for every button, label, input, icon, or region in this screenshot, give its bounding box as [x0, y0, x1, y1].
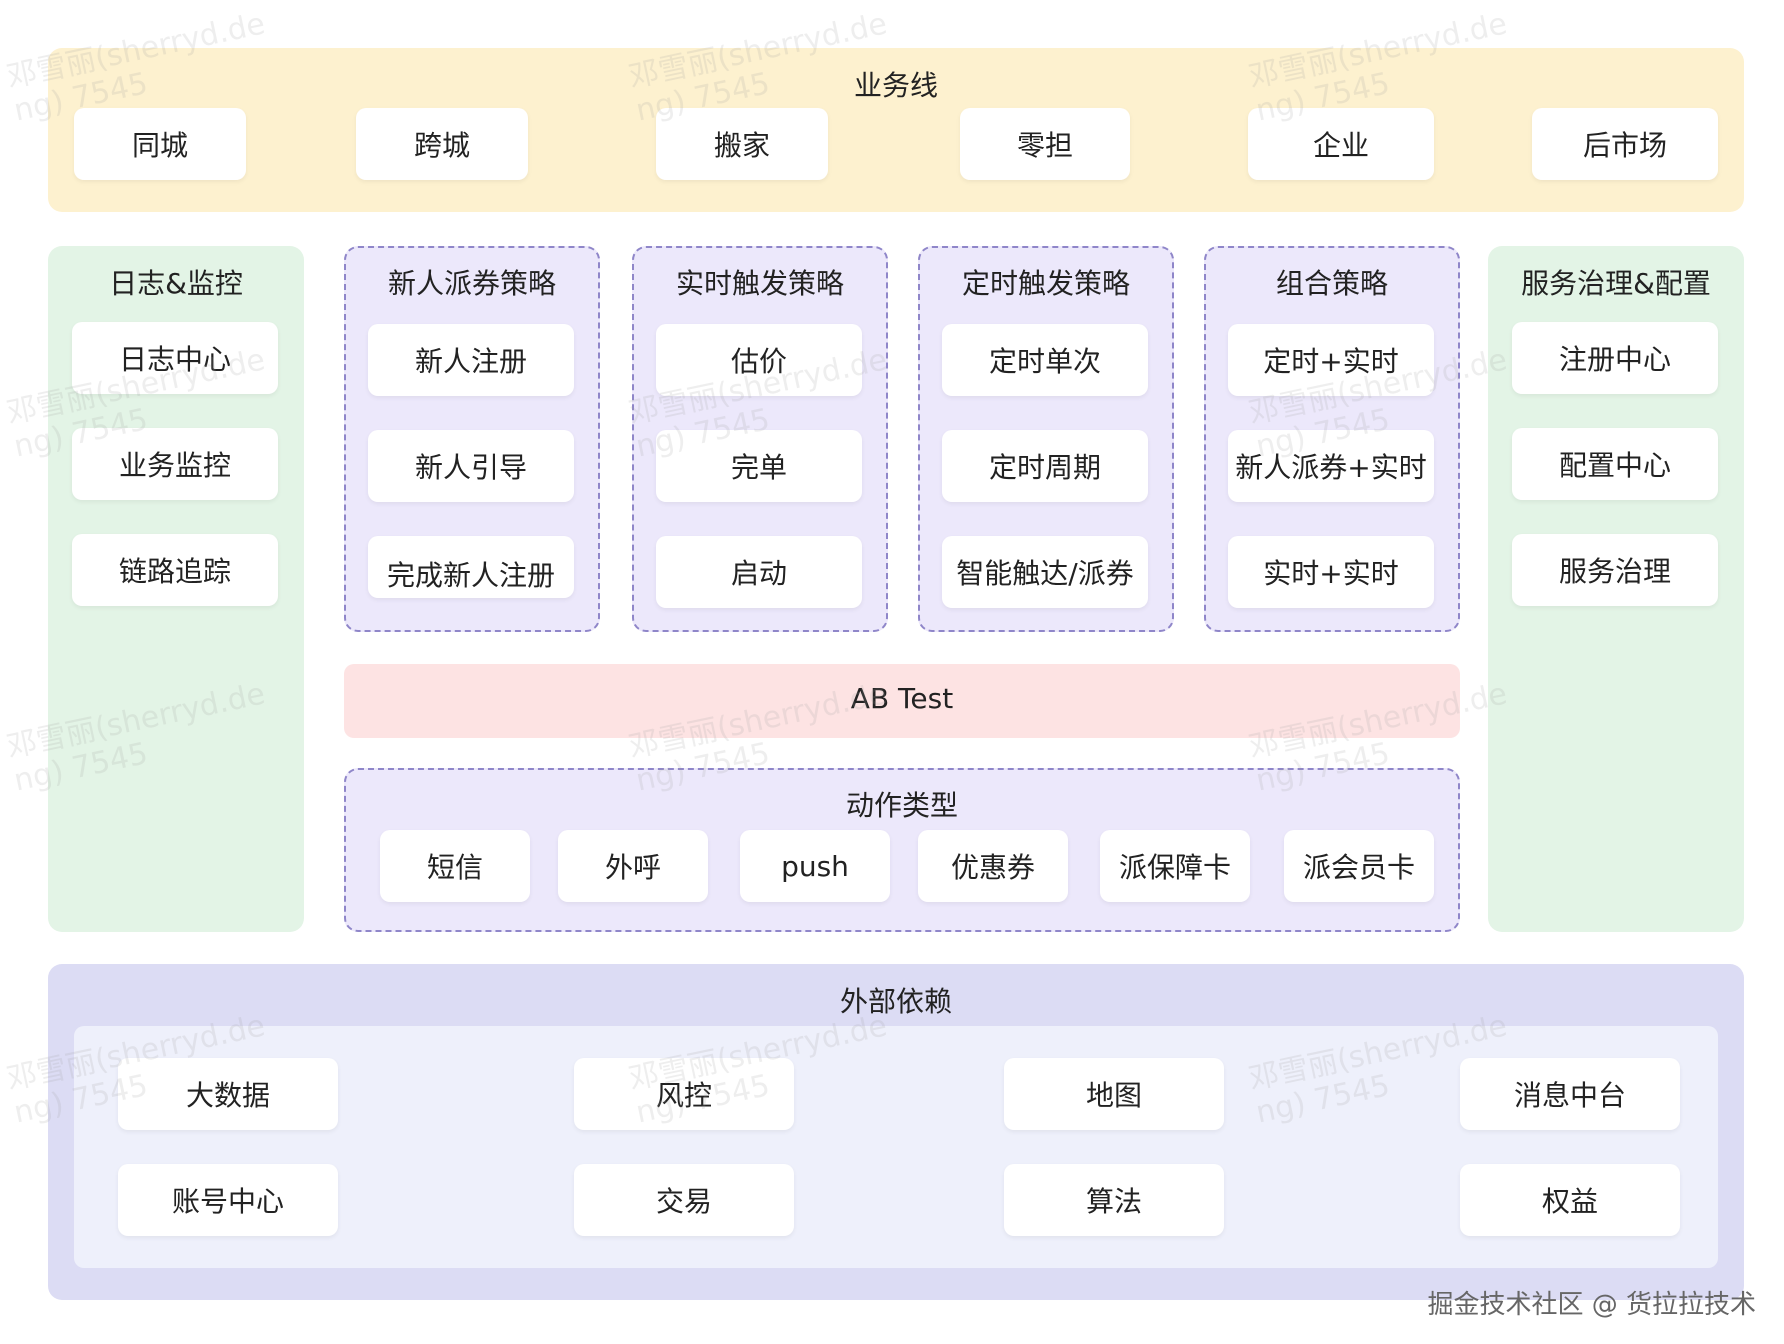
strategy-item: 新人注册 [368, 324, 574, 396]
governance-item-registry: 注册中心 [1512, 322, 1718, 394]
external-item-bigdata: 大数据 [118, 1058, 338, 1130]
external-item-trade: 交易 [574, 1164, 794, 1236]
business-item-tongcheng: 同城 [74, 108, 246, 180]
strategy-panel-scheduled-trigger: 定时触发策略 定时单次 定时周期 智能触达/派券 [918, 246, 1174, 632]
strategy-item: 新人派券+实时 [1228, 430, 1434, 502]
action-item-sms: 短信 [380, 830, 530, 902]
strategy-item: 定时单次 [942, 324, 1148, 396]
business-line-title: 业务线 [853, 69, 938, 102]
action-item-call: 外呼 [558, 830, 708, 902]
strategy-title: 新人派券策略 [387, 267, 556, 300]
logging-item-business-monitor: 业务监控 [72, 428, 278, 500]
business-item-kuacheng: 跨城 [356, 108, 528, 180]
business-item-banjia: 搬家 [656, 108, 828, 180]
governance-item-service-governance: 服务治理 [1512, 534, 1718, 606]
strategy-panel-combined: 组合策略 定时+实时 新人派券+实时 实时+实时 [1204, 246, 1460, 632]
action-item-member-card: 派会员卡 [1284, 830, 1434, 902]
strategy-item: 完单 [656, 430, 862, 502]
strategy-panel-realtime-trigger: 实时触发策略 估价 完单 启动 [632, 246, 888, 632]
governance-item-config-center: 配置中心 [1512, 428, 1718, 500]
logging-monitoring-panel: 日志&监控 日志中心 业务监控 链路追踪 [48, 246, 304, 932]
external-deps-title: 外部依赖 [839, 985, 952, 1018]
business-line-panel: 业务线 同城 跨城 搬家 零担 企业 后市场 [48, 48, 1744, 212]
strategy-item: 完成新人注册 [368, 536, 574, 598]
action-types-title: 动作类型 [845, 789, 958, 822]
action-item-push: push [740, 830, 890, 902]
business-item-houshichang: 后市场 [1532, 108, 1718, 180]
logging-monitoring-title: 日志&监控 [109, 267, 243, 300]
strategy-panel-new-user-coupon: 新人派券策略 新人注册 新人引导 完成新人注册 [344, 246, 600, 632]
logging-item-tracing: 链路追踪 [72, 534, 278, 606]
governance-config-title: 服务治理&配置 [1521, 267, 1711, 300]
external-item-algorithm: 算法 [1004, 1164, 1224, 1236]
strategy-item: 定时+实时 [1228, 324, 1434, 396]
external-item-account-center: 账号中心 [118, 1164, 338, 1236]
strategy-item: 智能触达/派券 [942, 536, 1148, 608]
abtest-label: AB Test [850, 682, 954, 715]
external-item-map: 地图 [1004, 1058, 1224, 1130]
strategy-item: 新人引导 [368, 430, 574, 502]
external-item-benefits: 权益 [1460, 1164, 1680, 1236]
business-item-lingdan: 零担 [960, 108, 1130, 180]
external-deps-panel: 外部依赖 大数据 风控 地图 消息中台 账号中心 交易 算法 权益 [48, 964, 1744, 1300]
business-item-qiye: 企业 [1248, 108, 1434, 180]
strategy-item: 估价 [656, 324, 862, 396]
strategy-item: 定时周期 [942, 430, 1148, 502]
strategy-item: 启动 [656, 536, 862, 608]
abtest-bar: AB Test [344, 664, 1460, 738]
action-types-panel: 动作类型 短信 外呼 push 优惠券 派保障卡 派会员卡 [344, 768, 1460, 932]
logging-item-log-center: 日志中心 [72, 322, 278, 394]
external-item-risk-control: 风控 [574, 1058, 794, 1130]
external-deps-inner: 大数据 风控 地图 消息中台 账号中心 交易 算法 权益 [74, 1026, 1718, 1268]
strategy-item: 实时+实时 [1228, 536, 1434, 608]
external-item-message-center: 消息中台 [1460, 1058, 1680, 1130]
strategy-title: 实时触发策略 [675, 267, 844, 300]
strategy-title: 定时触发策略 [961, 267, 1130, 300]
strategy-title: 组合策略 [1275, 267, 1388, 300]
footer-credit: 掘金技术社区 @ 货拉拉技术 [1427, 1290, 1756, 1320]
action-item-coupon: 优惠券 [918, 830, 1068, 902]
governance-config-panel: 服务治理&配置 注册中心 配置中心 服务治理 [1488, 246, 1744, 932]
action-item-protection-card: 派保障卡 [1100, 830, 1250, 902]
